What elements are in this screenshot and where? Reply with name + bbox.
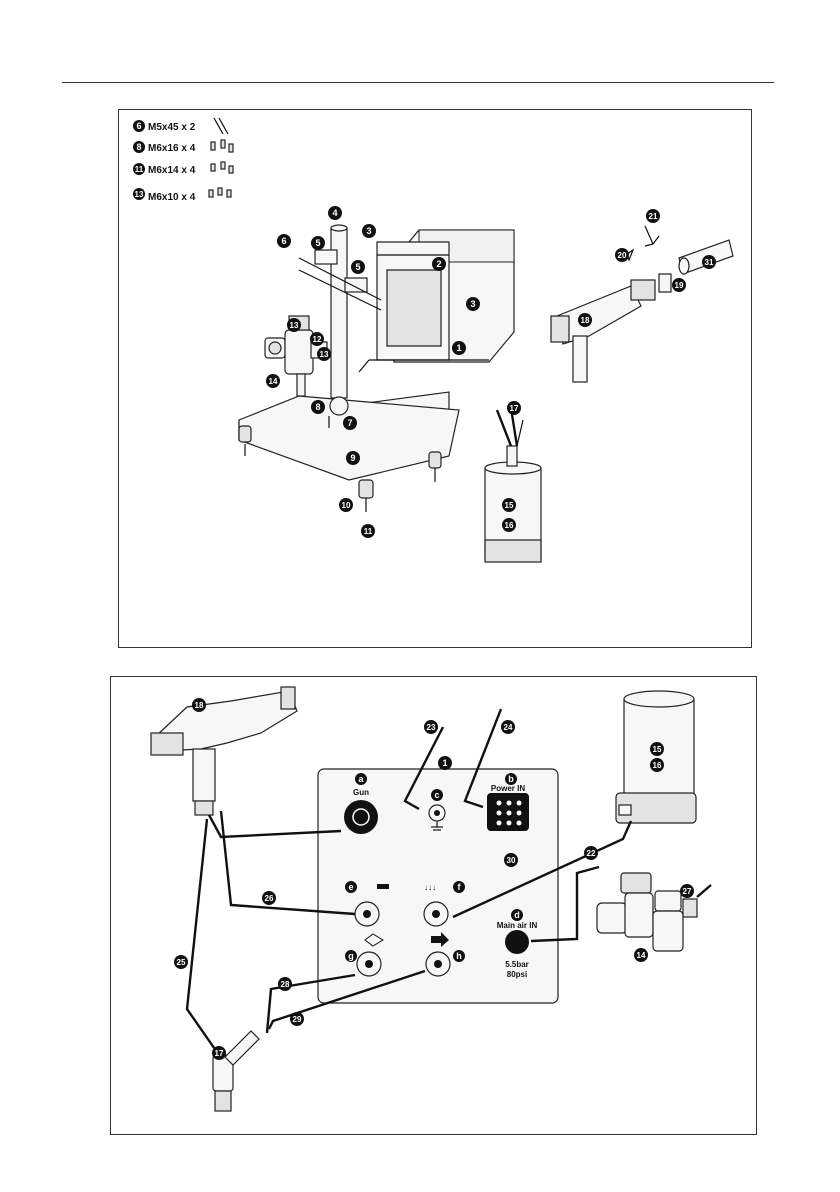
connector-h-letter: h [456,951,462,961]
screw-spec-1: M5x45 x 2 [148,122,196,133]
callout-b1: 1 [442,758,447,768]
callout-3b: 3 [470,299,475,309]
callout-16: 16 [505,521,514,530]
screw-list: 6 M5x45 x 2 8 M6x16 x 4 11 M6x14 x 4 13 … [133,118,233,203]
callout-b27: 27 [683,887,692,896]
connector-d-letter: d [514,910,520,920]
callout-15: 15 [505,501,514,510]
callout-b24: 24 [504,723,513,732]
callout-2: 2 [436,259,441,269]
callout-b14: 14 [637,951,646,960]
callout-18: 18 [581,316,590,325]
callout-6: 6 [281,236,286,246]
powder-container [485,408,541,562]
callout-20: 20 [618,251,627,260]
callout-b29: 29 [293,1015,302,1024]
main-air-in-fitting [505,930,529,954]
callout-8: 8 [315,402,320,412]
main-air-pressure-psi: 80psi [507,970,527,979]
connector-a-label: Gun [353,788,369,797]
callout-b16: 16 [653,761,662,770]
screw-num-13: 13 [135,190,144,199]
spray-gun [551,226,733,382]
callout-4: 4 [332,208,337,218]
callout-1: 1 [456,343,461,353]
callout-b18: 18 [195,701,204,710]
callout-17: 17 [510,404,519,413]
gun-socket [344,800,378,834]
callout-b30: 30 [507,856,516,865]
callout-13b: 13 [320,350,329,359]
callout-5a: 5 [315,238,320,248]
connector-e-letter: e [348,882,353,892]
connector-b-letter: b [508,774,514,784]
callout-7: 7 [347,418,352,428]
main-air-pressure-bar: 5.5bar [505,960,529,969]
screw-spec-2: M6x16 x 4 [148,143,196,154]
callout-9: 9 [350,453,355,463]
connector-c-letter: c [434,790,439,800]
injector-bottom [213,1031,259,1111]
connector-d-label: Main air IN [497,921,538,930]
callout-12: 12 [313,335,322,344]
filter-regulator-bottom [597,873,697,951]
callout-11: 11 [364,527,373,536]
connector-g-letter: g [348,951,354,961]
callout-13a: 13 [290,321,299,330]
callout-b28: 28 [281,980,290,989]
screw-num-8: 8 [136,142,141,152]
screw-spec-3: M6x14 x 4 [148,165,196,176]
callout-5b: 5 [355,262,360,272]
callout-b25: 25 [177,958,186,967]
callout-10: 10 [342,501,351,510]
connection-diagram-panel: ↓↓↓ a Gun b Power IN c d Main air IN 5.5… [110,676,757,1135]
screw-num-11: 11 [135,165,144,174]
control-unit [359,230,514,372]
exploded-assembly-drawing: 6 M5x45 x 2 8 M6x16 x 4 11 M6x14 x 4 13 … [119,110,751,647]
powder-container-bottom [616,691,696,823]
callout-b22: 22 [587,849,596,858]
spray-gun-bottom [151,687,297,815]
callout-b23: 23 [427,723,436,732]
base-plate [239,392,459,512]
callout-21: 21 [649,212,658,221]
screw-spec-4: M6x10 x 4 [148,192,196,203]
callout-b26: 26 [265,894,274,903]
fluidizing-symbol: ↓↓↓ [424,883,436,892]
connector-b-label: Power IN [491,784,525,793]
callout-14: 14 [269,377,278,386]
screw-num-6: 6 [136,121,141,131]
callout-b17: 17 [215,1049,224,1058]
callout-b15: 15 [653,745,662,754]
exploded-assembly-panel: 6 M5x45 x 2 8 M6x16 x 4 11 M6x14 x 4 13 … [118,109,752,648]
callout-19: 19 [675,281,684,290]
connection-diagram-drawing: ↓↓↓ a Gun b Power IN c d Main air IN 5.5… [111,677,756,1134]
callout-3a: 3 [366,226,371,236]
callout-31: 31 [705,258,714,267]
header-rule [62,82,774,83]
